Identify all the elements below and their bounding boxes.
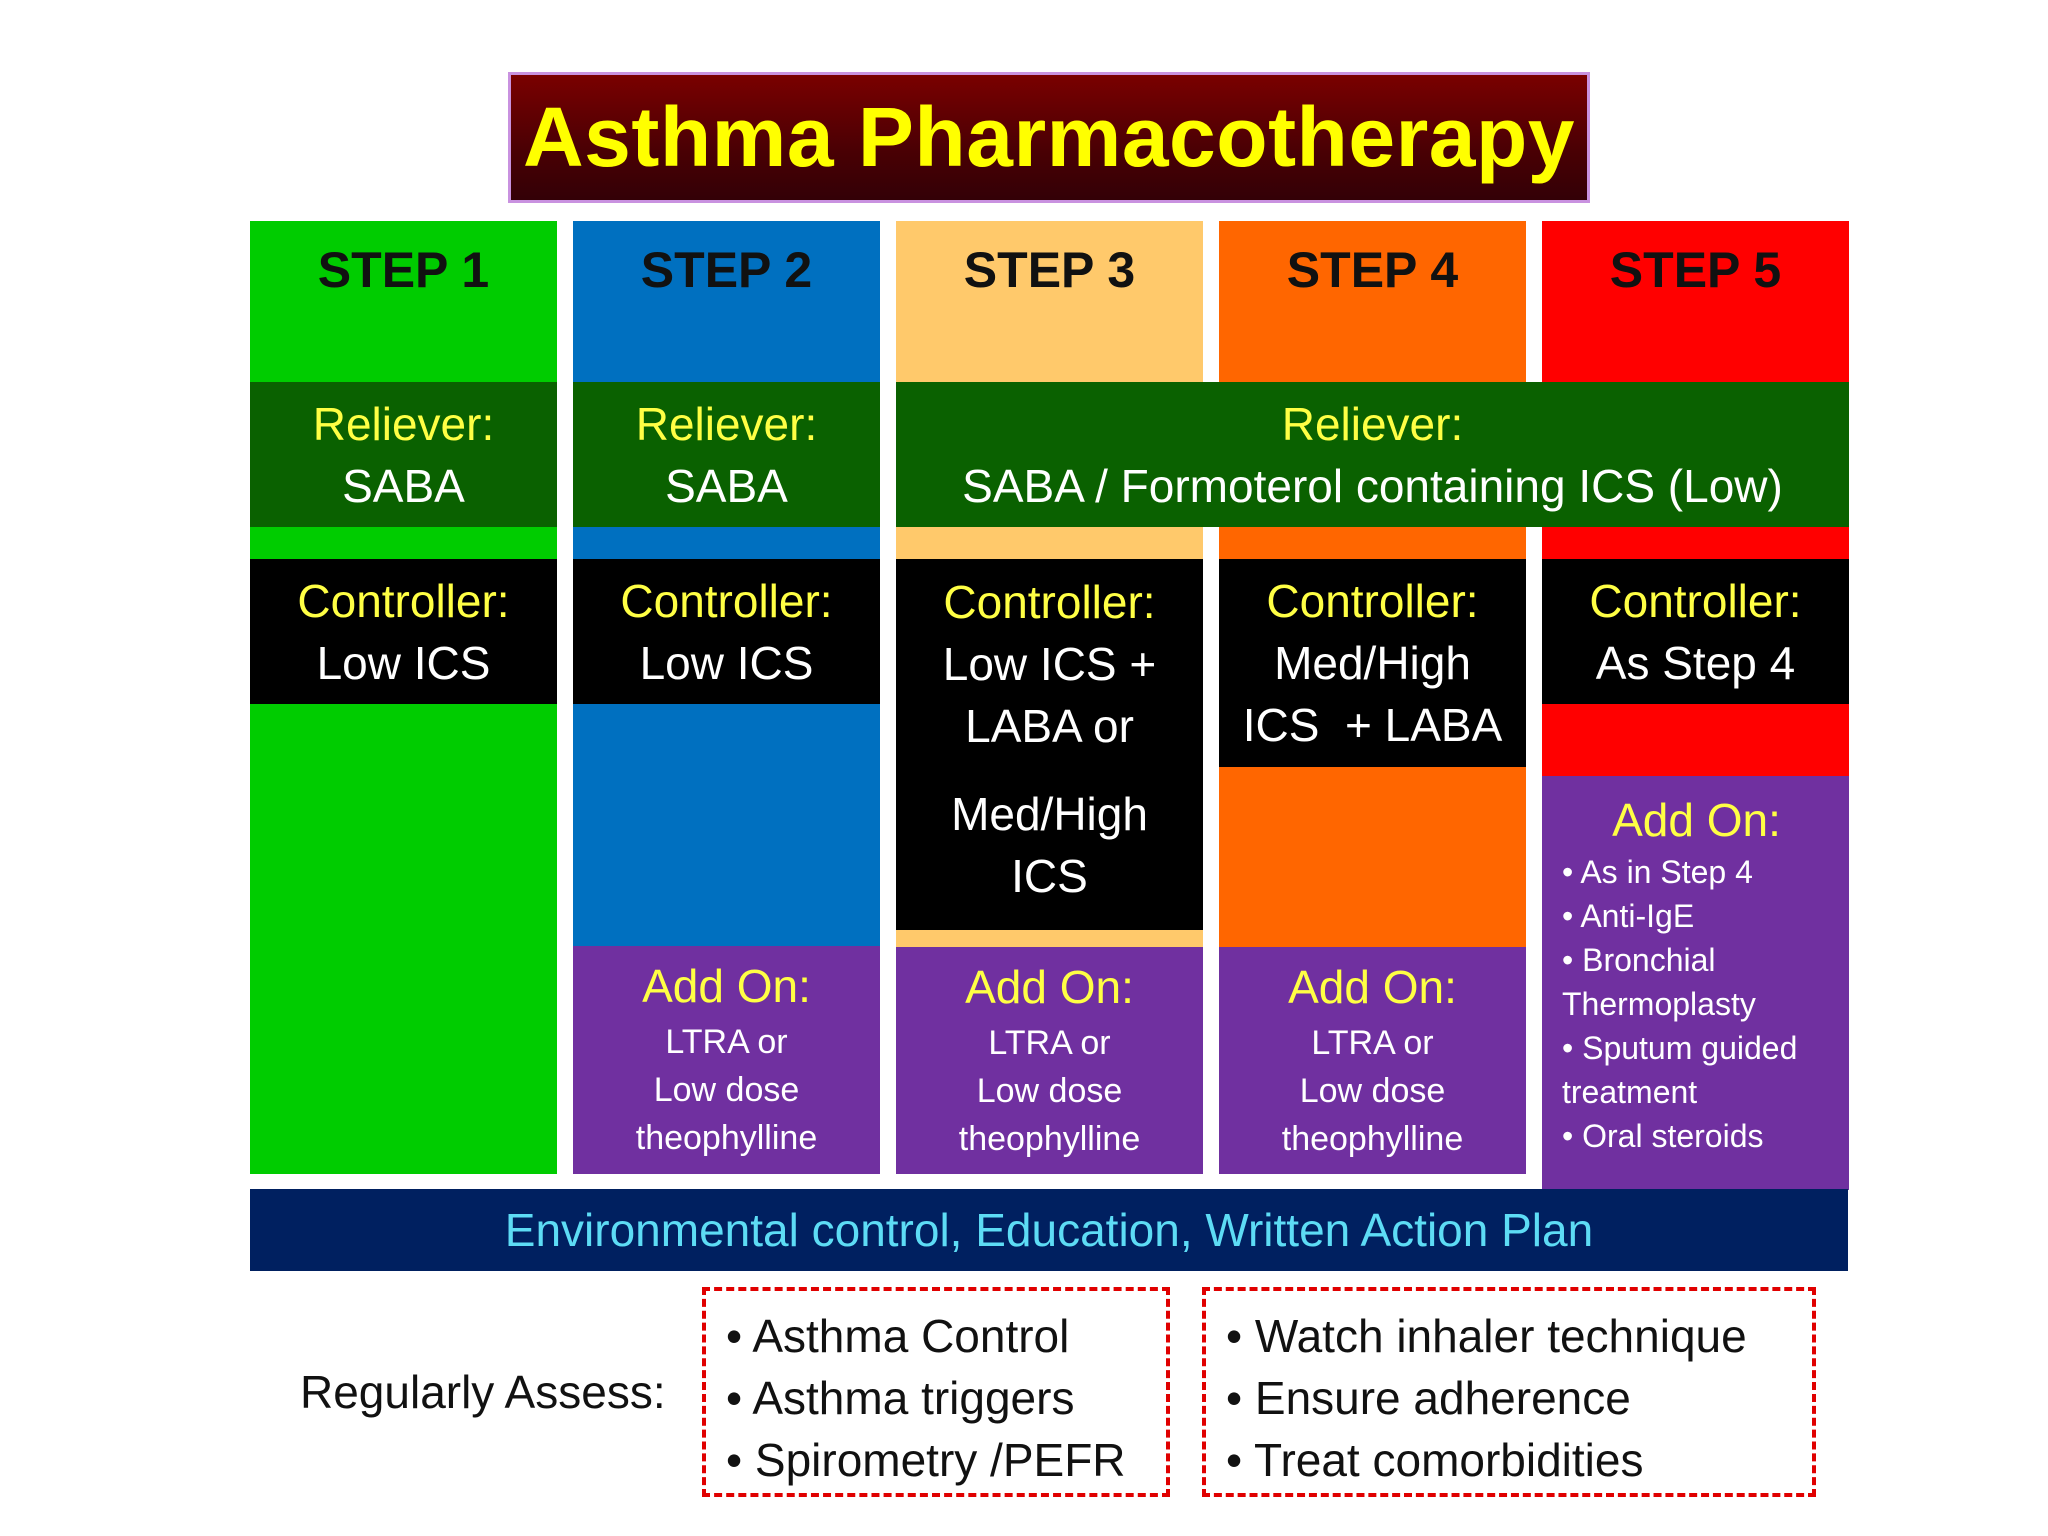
- step-1-column: STEP 1 Reliever: SABA Controller: Low IC…: [250, 221, 557, 1174]
- addon-line: LTRA or: [1311, 1023, 1434, 1062]
- addon-bullet: Thermoplasty: [1562, 986, 1756, 1022]
- diagram-title: Asthma Pharmacotherapy: [508, 72, 1590, 203]
- step-4-controller: Controller: Med/High ICS + LABA: [1219, 559, 1526, 767]
- assess-item: • Ensure adherence: [1226, 1372, 1631, 1424]
- step-1-controller: Controller: Low ICS: [250, 559, 557, 704]
- step-4-column: STEP 4 Controller: Med/High ICS + LABA A…: [1219, 221, 1526, 1174]
- controller-heading: Controller:: [1266, 575, 1479, 627]
- addon-line: theophylline: [958, 1119, 1141, 1158]
- reliever-value: SABA: [342, 459, 465, 512]
- step-3-addon: Add On: LTRA or Low dose theophylline: [896, 947, 1203, 1174]
- addon-heading: Add On:: [1288, 960, 1457, 1013]
- addon-bullet: • As in Step 4: [1562, 854, 1753, 890]
- step-3-controller: Controller: Low ICS + LABA or Med/High I…: [896, 559, 1203, 930]
- controller-line: ICS + LABA: [1242, 699, 1503, 751]
- reliever-heading: Reliever:: [312, 397, 495, 450]
- step-1-reliever: Reliever: SABA: [250, 382, 557, 527]
- step-2-label: STEP 2: [640, 242, 813, 298]
- step-5-addon: Add On: • As in Step 4 • Anti-IgE • Bron…: [1542, 776, 1849, 1190]
- reliever-heading: Reliever:: [1281, 397, 1464, 450]
- addon-heading: Add On:: [642, 960, 811, 1012]
- step-1-label: STEP 1: [317, 242, 490, 298]
- addon-bullet: • Oral steroids: [1562, 1118, 1764, 1154]
- addon-heading: Add On:: [965, 960, 1134, 1013]
- step-4-label: STEP 4: [1286, 242, 1459, 298]
- controller-line: Med/High: [951, 788, 1148, 840]
- addon-line: Low dose: [1299, 1071, 1446, 1110]
- assess-box-1: • Asthma Control • Asthma triggers • Spi…: [702, 1287, 1170, 1497]
- addon-line: LTRA or: [665, 1023, 788, 1061]
- controller-heading: Controller:: [620, 574, 833, 627]
- addon-line: Low dose: [976, 1071, 1123, 1110]
- step-3-column: STEP 3 Controller: Low ICS + LABA or Med…: [896, 221, 1203, 1174]
- controller-line: Low ICS: [639, 636, 814, 689]
- step-2-addon: Add On: LTRA or Low dose theophylline: [573, 946, 880, 1174]
- addon-bullet: • Bronchial: [1562, 942, 1716, 978]
- step-5-controller: Controller: As Step 4: [1542, 559, 1849, 704]
- assess-item: • Watch inhaler technique: [1226, 1310, 1747, 1362]
- step-2-controller: Controller: Low ICS: [573, 559, 880, 704]
- controller-line: LABA or: [965, 700, 1134, 752]
- addon-line: Low dose: [653, 1071, 800, 1109]
- controller-line: As Step 4: [1595, 636, 1796, 689]
- addon-heading: Add On:: [1612, 794, 1781, 846]
- controller-line: Med/High: [1274, 637, 1471, 689]
- reliever-heading: Reliever:: [635, 397, 818, 450]
- assess-box-2: • Watch inhaler technique • Ensure adher…: [1202, 1287, 1816, 1497]
- assess-item: • Spirometry /PEFR: [726, 1434, 1126, 1486]
- reliever-value: SABA: [665, 459, 788, 512]
- step-2-column: STEP 2 Reliever: SABA Controller: Low IC…: [573, 221, 880, 1174]
- controller-line: ICS: [1011, 850, 1088, 902]
- addon-line: theophylline: [1281, 1119, 1464, 1158]
- addon-bullet: • Anti-IgE: [1562, 898, 1695, 934]
- step-2-reliever: Reliever: SABA: [573, 382, 880, 527]
- shared-reliever-steps-3-5: Reliever: SABA / Formoterol containing I…: [896, 382, 1849, 527]
- step-5-label: STEP 5: [1609, 242, 1782, 298]
- assess-item: • Treat comorbidities: [1226, 1434, 1644, 1486]
- addon-line: theophylline: [635, 1119, 818, 1157]
- environment-bar: Environmental control, Education, Writte…: [250, 1189, 1848, 1271]
- controller-line: Low ICS: [316, 636, 491, 689]
- assess-item: • Asthma Control: [726, 1310, 1070, 1362]
- controller-line: Low ICS +: [942, 638, 1157, 690]
- reliever-value: SABA / Formoterol containing ICS (Low): [962, 459, 1783, 512]
- assess-item: • Asthma triggers: [726, 1372, 1075, 1424]
- regularly-assess-label: Regularly Assess:: [300, 1366, 666, 1418]
- controller-heading: Controller:: [297, 574, 510, 627]
- controller-heading: Controller:: [1589, 574, 1802, 627]
- step-4-addon: Add On: LTRA or Low dose theophylline: [1219, 947, 1526, 1174]
- addon-line: LTRA or: [988, 1023, 1111, 1062]
- addon-bullet: treatment: [1562, 1074, 1698, 1110]
- step-3-label: STEP 3: [963, 242, 1136, 298]
- addon-bullet: • Sputum guided: [1562, 1030, 1798, 1066]
- step-5-column: STEP 5 Controller: As Step 4 Add On: • A…: [1542, 221, 1849, 1190]
- controller-heading: Controller:: [943, 576, 1156, 628]
